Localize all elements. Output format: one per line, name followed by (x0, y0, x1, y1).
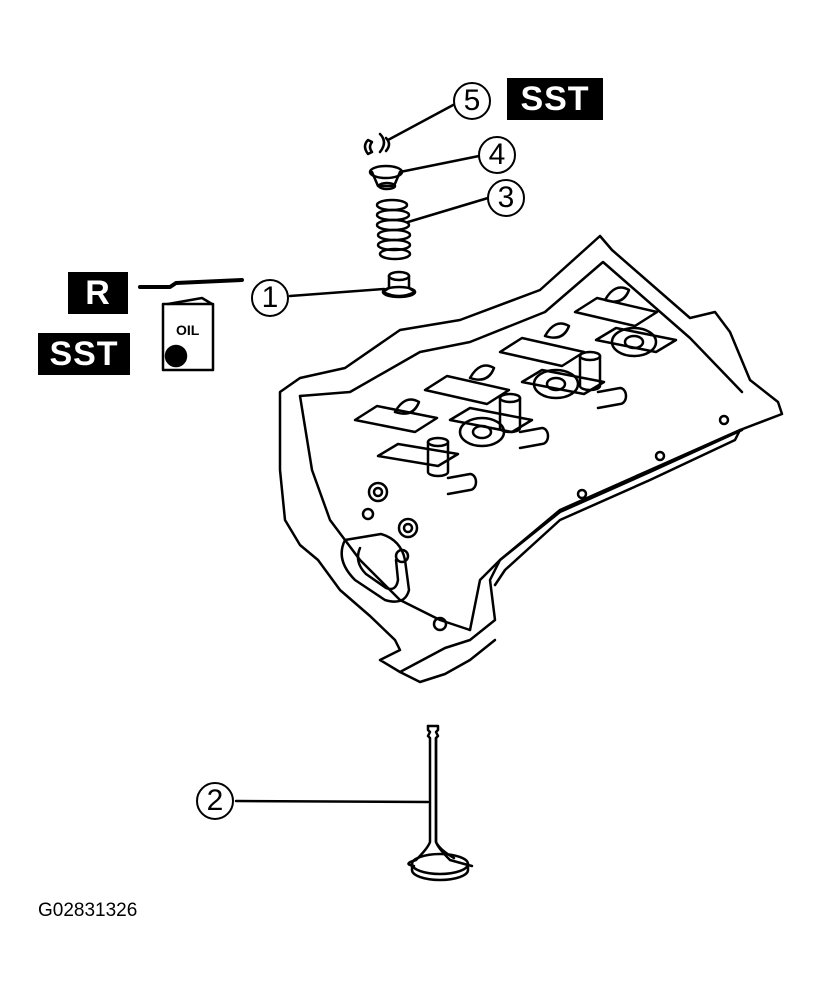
leader-line-2 (234, 799, 430, 804)
callout-1: 1 (251, 279, 289, 317)
callout-3: 3 (487, 179, 525, 217)
valve-stem-seal-part (381, 270, 417, 299)
callout-5: 5 (453, 82, 491, 120)
leader-line-3 (406, 196, 490, 224)
valve-part (407, 724, 474, 882)
sst-label-top: SST (507, 78, 603, 120)
cylinder-head-part (278, 234, 784, 684)
spring-retainer-part (368, 164, 404, 191)
leader-line-1 (288, 287, 386, 298)
valve-keepers-part (363, 132, 391, 156)
oil-can-icon (138, 278, 244, 372)
leader-line-4 (398, 154, 481, 174)
callout-4: 4 (478, 136, 516, 174)
leader-line-5 (386, 102, 457, 142)
oil-can-text: OIL (176, 322, 200, 338)
callout-2: 2 (196, 782, 234, 820)
replace-label: R (68, 272, 128, 314)
sst-label-left: SST (38, 333, 130, 375)
figure-code: G02831326 (38, 900, 138, 921)
valve-spring-part (375, 198, 412, 261)
